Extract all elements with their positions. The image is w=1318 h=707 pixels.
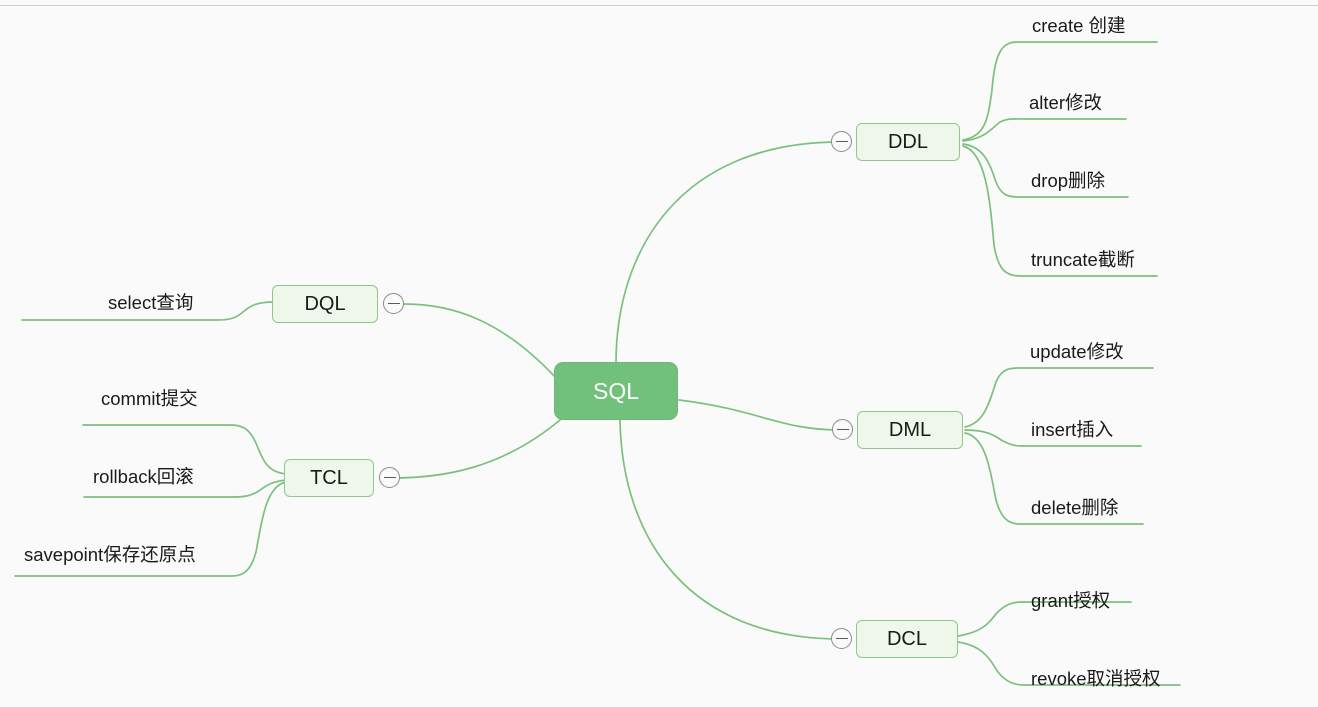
leaf-label-tcl-rollback[interactable]: rollback回滚 [93, 466, 194, 487]
leaf-label-dcl-revoke[interactable]: revoke取消授权 [1031, 668, 1161, 689]
collapse-toggle-dql[interactable] [383, 293, 404, 314]
branch-node-label-ddl: DDL [887, 130, 928, 153]
collapse-toggle-dml[interactable] [832, 419, 853, 440]
branch-node-label-tcl: TCL [310, 466, 348, 489]
leaf-label-ddl-truncate[interactable]: truncate截断 [1031, 249, 1135, 270]
collapse-toggle-ddl[interactable] [831, 131, 852, 152]
leaf-label-tcl-savepoint[interactable]: savepoint保存还原点 [24, 544, 196, 565]
branch-node-dql[interactable]: DQL [272, 285, 378, 323]
connector-root-dql [403, 303, 557, 379]
branch-node-dml[interactable]: DML [857, 411, 963, 449]
branch-node-ddl[interactable]: DDL [856, 123, 960, 161]
branch-node-label-dql: DQL [304, 292, 346, 315]
connector-root-dcl [619, 419, 841, 640]
collapse-toggle-tcl[interactable] [379, 467, 400, 488]
branch-node-tcl[interactable]: TCL [284, 459, 374, 497]
branch-node-label-dcl: DCL [886, 627, 927, 650]
root-node-sql[interactable]: SQL [554, 362, 678, 420]
top-divider [0, 5, 1318, 6]
connector-ddl-alter [962, 118, 1127, 142]
leaf-label-ddl-alter[interactable]: alter修改 [1029, 92, 1102, 113]
connector-root-ddl [615, 141, 841, 364]
leaf-label-tcl-commit[interactable]: commit提交 [101, 388, 198, 409]
leaf-label-dql-select[interactable]: select查询 [108, 292, 194, 313]
root-node-label: SQL [592, 377, 640, 404]
leaf-label-ddl-drop[interactable]: drop删除 [1031, 170, 1106, 191]
leaf-label-dml-update[interactable]: update修改 [1030, 341, 1124, 362]
leaf-label-dml-delete[interactable]: delete删除 [1031, 497, 1119, 518]
leaf-label-ddl-create[interactable]: create 创建 [1032, 15, 1126, 36]
leaf-label-dml-insert[interactable]: insert插入 [1031, 419, 1114, 440]
connector-ddl-create [962, 41, 1158, 141]
connector-root-tcl [391, 419, 561, 479]
branch-node-label-dml: DML [888, 418, 932, 441]
leaf-label-dcl-grant[interactable]: grant授权 [1031, 590, 1111, 611]
branch-node-dcl[interactable]: DCL [856, 620, 958, 658]
connector-root-dml [678, 399, 841, 431]
collapse-toggle-dcl[interactable] [831, 628, 852, 649]
